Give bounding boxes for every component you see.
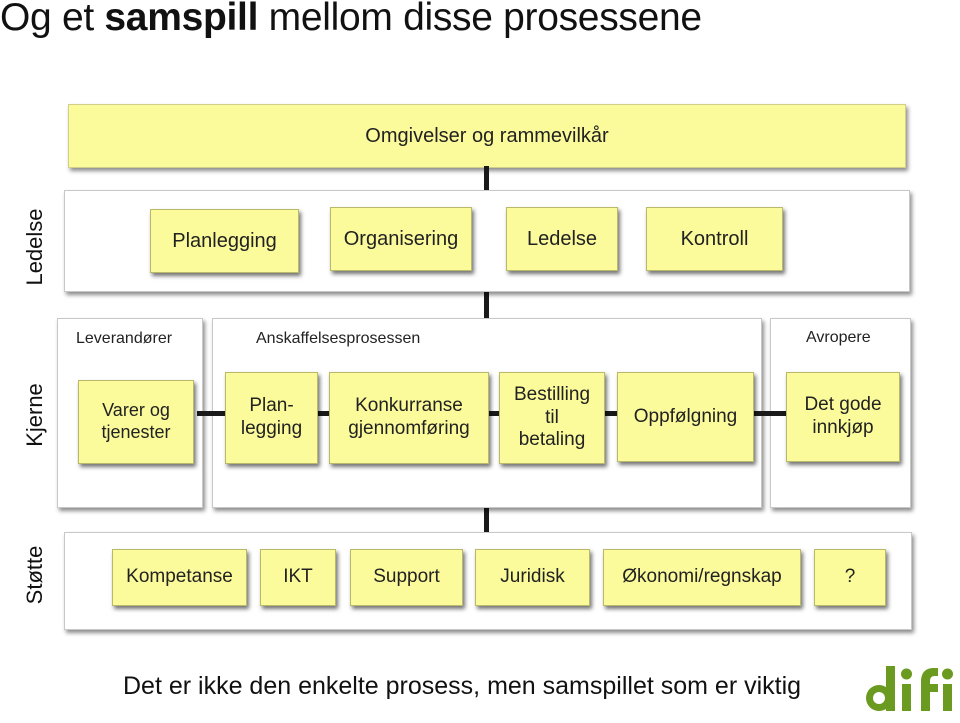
process-label: Anskaffelsesprosessen [256,330,421,347]
side-label-kjerne: Kjerne [22,383,47,447]
suppliers-label: Leverandører [76,330,173,347]
side-label-stotte: Støtte [22,545,47,605]
step-oppfolgning: Oppfølgning [617,372,754,462]
support-box-juridisk: Juridisk [475,549,590,606]
support-box-kompetanse: Kompetanse [112,549,247,606]
support-box-ikt: IKT [260,549,336,606]
title-normal: Og et [0,0,105,39]
management-label: Ledelse [526,228,598,250]
management-label: Kontroll [680,228,749,250]
connector-followup-buyers [752,411,790,416]
box-line: tjenester [101,422,171,442]
box-line: Plan- [249,395,294,417]
management-label: Planlegging [172,230,277,252]
box-line: betaling [518,429,586,451]
slide-title: Og et samspill mellom disse prosessene [0,0,702,40]
connector-management-core [484,290,489,318]
box-line: Det gode [804,394,882,416]
connector-competition-ordering [486,411,501,416]
title-rest: mellom disse prosessene [258,0,702,39]
box-line: legging [240,418,303,439]
box-line: Varer og [102,400,170,421]
difi-logo-mark [866,666,953,711]
support-box-question: ? [814,549,886,606]
support-box-support: Support [350,549,463,606]
footer-text: Det er ikke den enkelte prosess, men sam… [123,672,802,700]
support-label: IKT [283,566,313,588]
step-planlegging: Plan-legging [225,372,318,464]
support-label: Juridisk [500,566,565,588]
environment-box: Omgivelser og rammevilkår [68,104,906,168]
support-label: Økonomi/regnskap [622,566,782,588]
connector-suppliers-planning [197,411,227,416]
box-line: Bestilling [513,383,591,405]
side-label-ledelse: Ledelse [22,208,47,286]
environment-label: Omgivelser og rammevilkår [365,124,609,147]
support-box-okonomi: Økonomi/regnskap [603,549,801,606]
support-label: Support [373,566,440,588]
connector-planning-competition [315,411,331,416]
management-label: Organisering [343,228,459,250]
support-label: Kompetanse [126,566,233,588]
management-box-planlegging: Planlegging [150,209,299,273]
box-line: Konkurranse [355,395,463,417]
title-bold: samspill [104,0,259,39]
management-box-kontroll: Kontroll [646,207,783,271]
box-line: gjennomføring [348,418,470,439]
connector-ordering-followup [603,411,619,416]
difi-logo [862,662,960,718]
box-line: til [545,406,559,428]
connector-env-management [484,166,489,192]
connector-core-support [484,508,489,534]
support-label: ? [844,566,856,588]
box-line: Oppfølgning [633,405,738,427]
box-line: innkjøp [812,417,874,438]
management-box-ledelse: Ledelse [506,207,618,271]
buyers-label: Avropere [806,329,871,346]
management-box-organisering: Organisering [330,207,472,271]
